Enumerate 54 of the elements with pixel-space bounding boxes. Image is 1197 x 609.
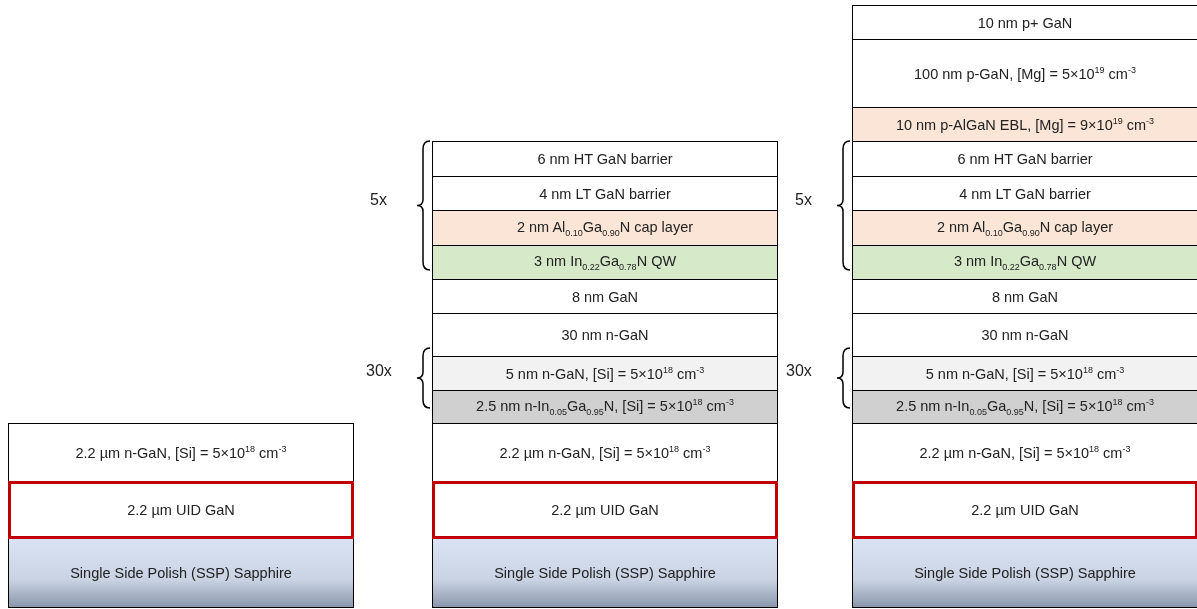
layer-label: 2 nm Al$_{0.10}$Ga$_{0.90}$N cap layer — [516, 218, 694, 238]
layer-box — [432, 210, 778, 246]
layer-label: 30 nm n-GaN — [561, 327, 649, 343]
layer-label: 2.2 µm UID GaN — [127, 502, 235, 518]
layer-box — [432, 390, 778, 424]
layer-label: 4 nm LT GaN barrier — [539, 185, 671, 202]
layer-label: 3 nm In$_{0.22}$Ga$_{0.78}$N QW — [953, 253, 1097, 272]
layer-label: 2.2 µm UID GaN — [971, 502, 1079, 518]
layer-label: 2.5 nm n-In$_{0.05}$Ga$_{0.95}$N, [Si] = 5×10$^{18}$ cm$^{-3}$ — [896, 397, 1154, 417]
layer-label: 6 nm HT GaN barrier — [537, 151, 673, 167]
layer-box — [852, 5, 1197, 40]
layer-label: 6 nm HT GaN barrier — [957, 151, 1093, 167]
layer-box — [852, 356, 1197, 391]
layer-label: 2.5 nm n-In$_{0.05}$Ga$_{0.95}$N, [Si] = 5×10$^{18}$ cm$^{-3}$ — [476, 397, 734, 417]
layer-label: 4 nm LT GaN barrier — [959, 185, 1091, 202]
layer-label: 8 nm GaN — [991, 288, 1059, 305]
layer-box — [432, 538, 778, 608]
layer-box — [852, 107, 1197, 142]
layer-label: 2.2 µm n-GaN, [Si] = 5×10$^{18}$ cm$^{-3}$ — [75, 444, 287, 461]
layer-box — [432, 423, 778, 482]
layer-box — [852, 538, 1197, 608]
layer-box — [432, 313, 778, 357]
layer-label: 2.2 µm n-GaN, [Si] = 5×10$^{18}$ cm$^{-3}$ — [499, 444, 711, 461]
repeat-count: 30x — [786, 362, 812, 380]
layer-label: Single Side Polish (SSP) Sapphire — [70, 565, 292, 581]
layer-label: 8 nm GaN — [571, 288, 639, 305]
layer-box — [432, 279, 778, 314]
repeat-count: 5x — [370, 191, 387, 209]
layer-box — [432, 141, 778, 177]
layer-box — [432, 245, 778, 280]
layer-label: 5 nm n-GaN, [Si] = 5×10$^{18}$ cm$^{-3}$ — [925, 365, 1125, 382]
layer-label: 3 nm In$_{0.22}$Ga$_{0.78}$N QW — [533, 253, 677, 272]
layer-box — [432, 176, 778, 211]
layer-box — [852, 481, 1197, 539]
layer-label: 10 nm p+ GaN — [977, 14, 1073, 31]
layer-label: 100 nm p-GaN, [Mg] = 5×10$^{19}$ cm$^{-3}$ — [914, 65, 1136, 82]
layer-box — [8, 481, 354, 539]
layer-box — [852, 390, 1197, 424]
layer-label: Single Side Polish (SSP) Sapphire — [494, 565, 716, 581]
layer-label: 30 nm n-GaN — [981, 327, 1069, 343]
repeat-count: 5x — [795, 191, 812, 209]
layer-label: 2 nm Al$_{0.10}$Ga$_{0.90}$N cap layer — [936, 218, 1114, 238]
layer-box — [852, 210, 1197, 246]
layer-label: 2.2 µm n-GaN, [Si] = 5×10$^{18}$ cm$^{-3}$ — [919, 444, 1131, 461]
layer-label: 10 nm p-AlGaN EBL, [Mg] = 9×10$^{19}$ cm$^{-3}$ — [895, 116, 1155, 133]
layer-box — [8, 538, 354, 608]
repeat-count: 30x — [366, 362, 392, 380]
layer-box — [8, 423, 354, 482]
layer-label: 5 nm n-GaN, [Si] = 5×10$^{18}$ cm$^{-3}$ — [505, 365, 705, 382]
layer-box — [432, 481, 778, 539]
layer-label: 2.2 µm UID GaN — [551, 502, 659, 518]
layer-box — [432, 356, 778, 391]
layer-label: Single Side Polish (SSP) Sapphire — [914, 565, 1136, 581]
layer-box — [852, 245, 1197, 280]
